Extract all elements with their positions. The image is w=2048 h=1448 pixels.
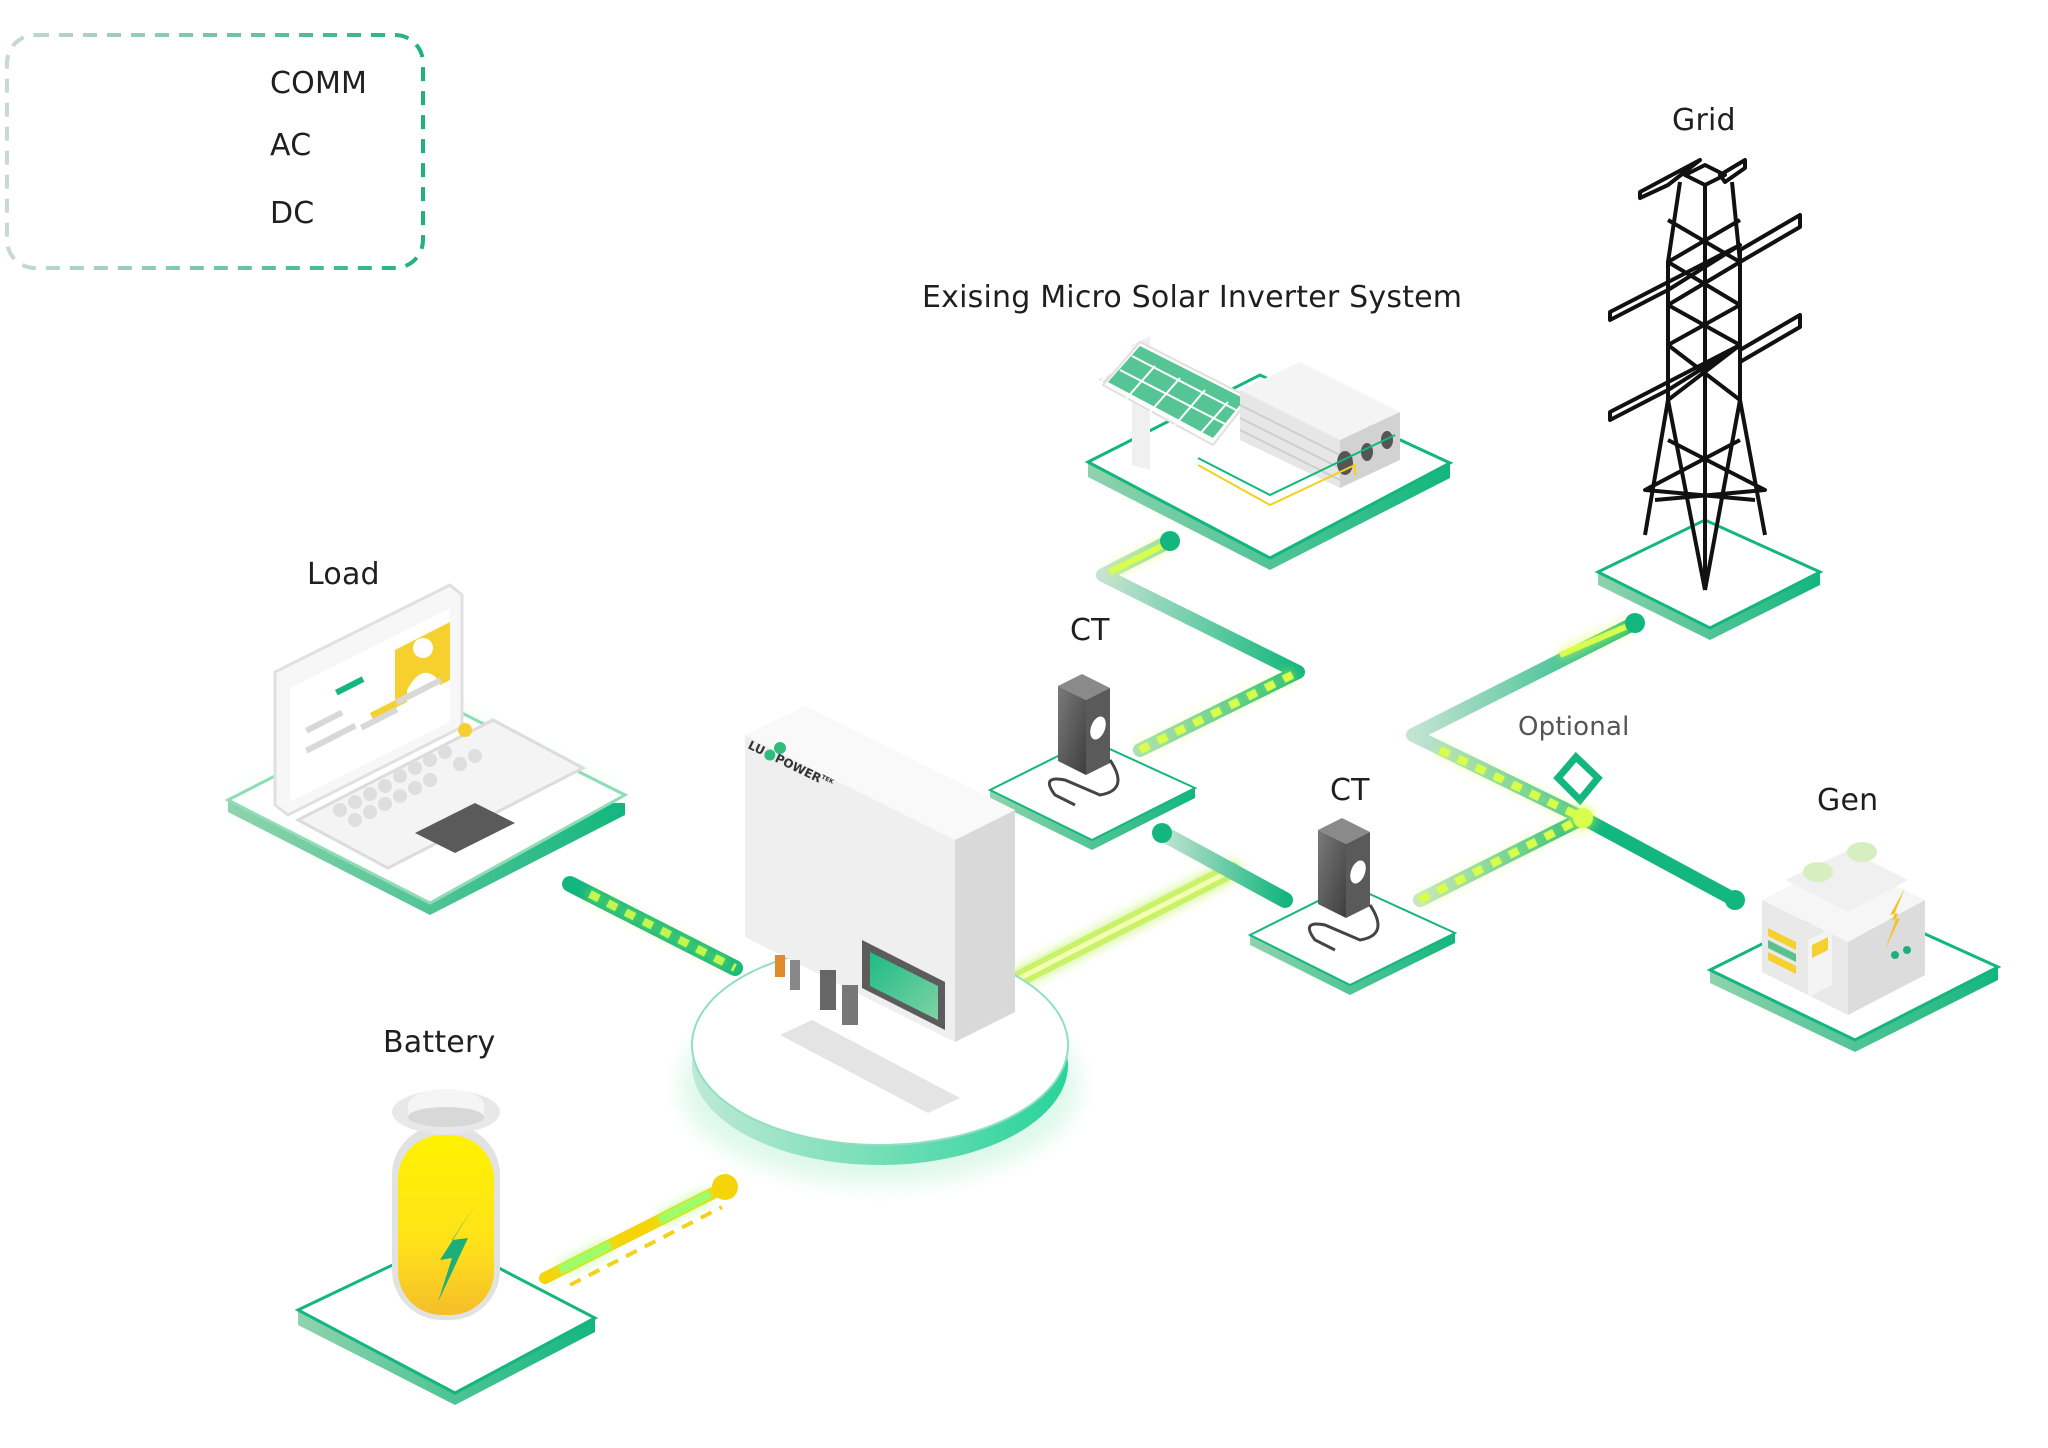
legend-comm-label: COMM	[270, 66, 368, 101]
ct2-ac-line	[1413, 811, 1590, 907]
legend-border	[5, 33, 425, 270]
battery-dc-line	[539, 1174, 738, 1287]
ct1-label: CT	[1070, 613, 1110, 648]
micro-solar-label: Exising Micro Solar Inverter System	[922, 280, 1463, 315]
generator-icon	[1762, 842, 1925, 1015]
ct2-sensor-icon	[1307, 818, 1380, 952]
lightning-icon	[438, 1205, 475, 1302]
gen-label: Gen	[1817, 783, 1879, 818]
battery-icon	[392, 1089, 500, 1320]
gen-ac-line	[1576, 811, 1745, 910]
optional-label: Optional	[1518, 712, 1630, 742]
legend-ac-label: AC	[270, 128, 312, 163]
inverter-ac-line	[1012, 823, 1293, 986]
legend	[5, 33, 425, 270]
solar-panel-icon	[1098, 336, 1252, 470]
ct1-platform	[987, 738, 1198, 850]
gen-lightning-icon	[1885, 888, 1905, 950]
inverter-icon	[745, 706, 1015, 1042]
battery-label: Battery	[383, 1025, 496, 1060]
load-ac-line	[562, 876, 743, 976]
transmission-tower-icon	[1608, 158, 1802, 591]
laptop-icon	[273, 583, 587, 870]
grid-label: Grid	[1672, 103, 1736, 138]
optional-switch-icon	[1553, 751, 1603, 828]
legend-dc-label: DC	[270, 196, 315, 231]
connections	[539, 531, 1745, 1287]
load-label: Load	[307, 557, 380, 592]
ct1-sensor-icon	[1047, 674, 1120, 807]
solar-ac-line	[1096, 531, 1305, 757]
grid-ac-line	[1406, 613, 1645, 825]
solar-cells	[1108, 346, 1245, 438]
ct2-platform	[1247, 883, 1458, 995]
micro-inverter-icon	[1197, 362, 1400, 507]
ct2-label: CT	[1330, 773, 1370, 808]
